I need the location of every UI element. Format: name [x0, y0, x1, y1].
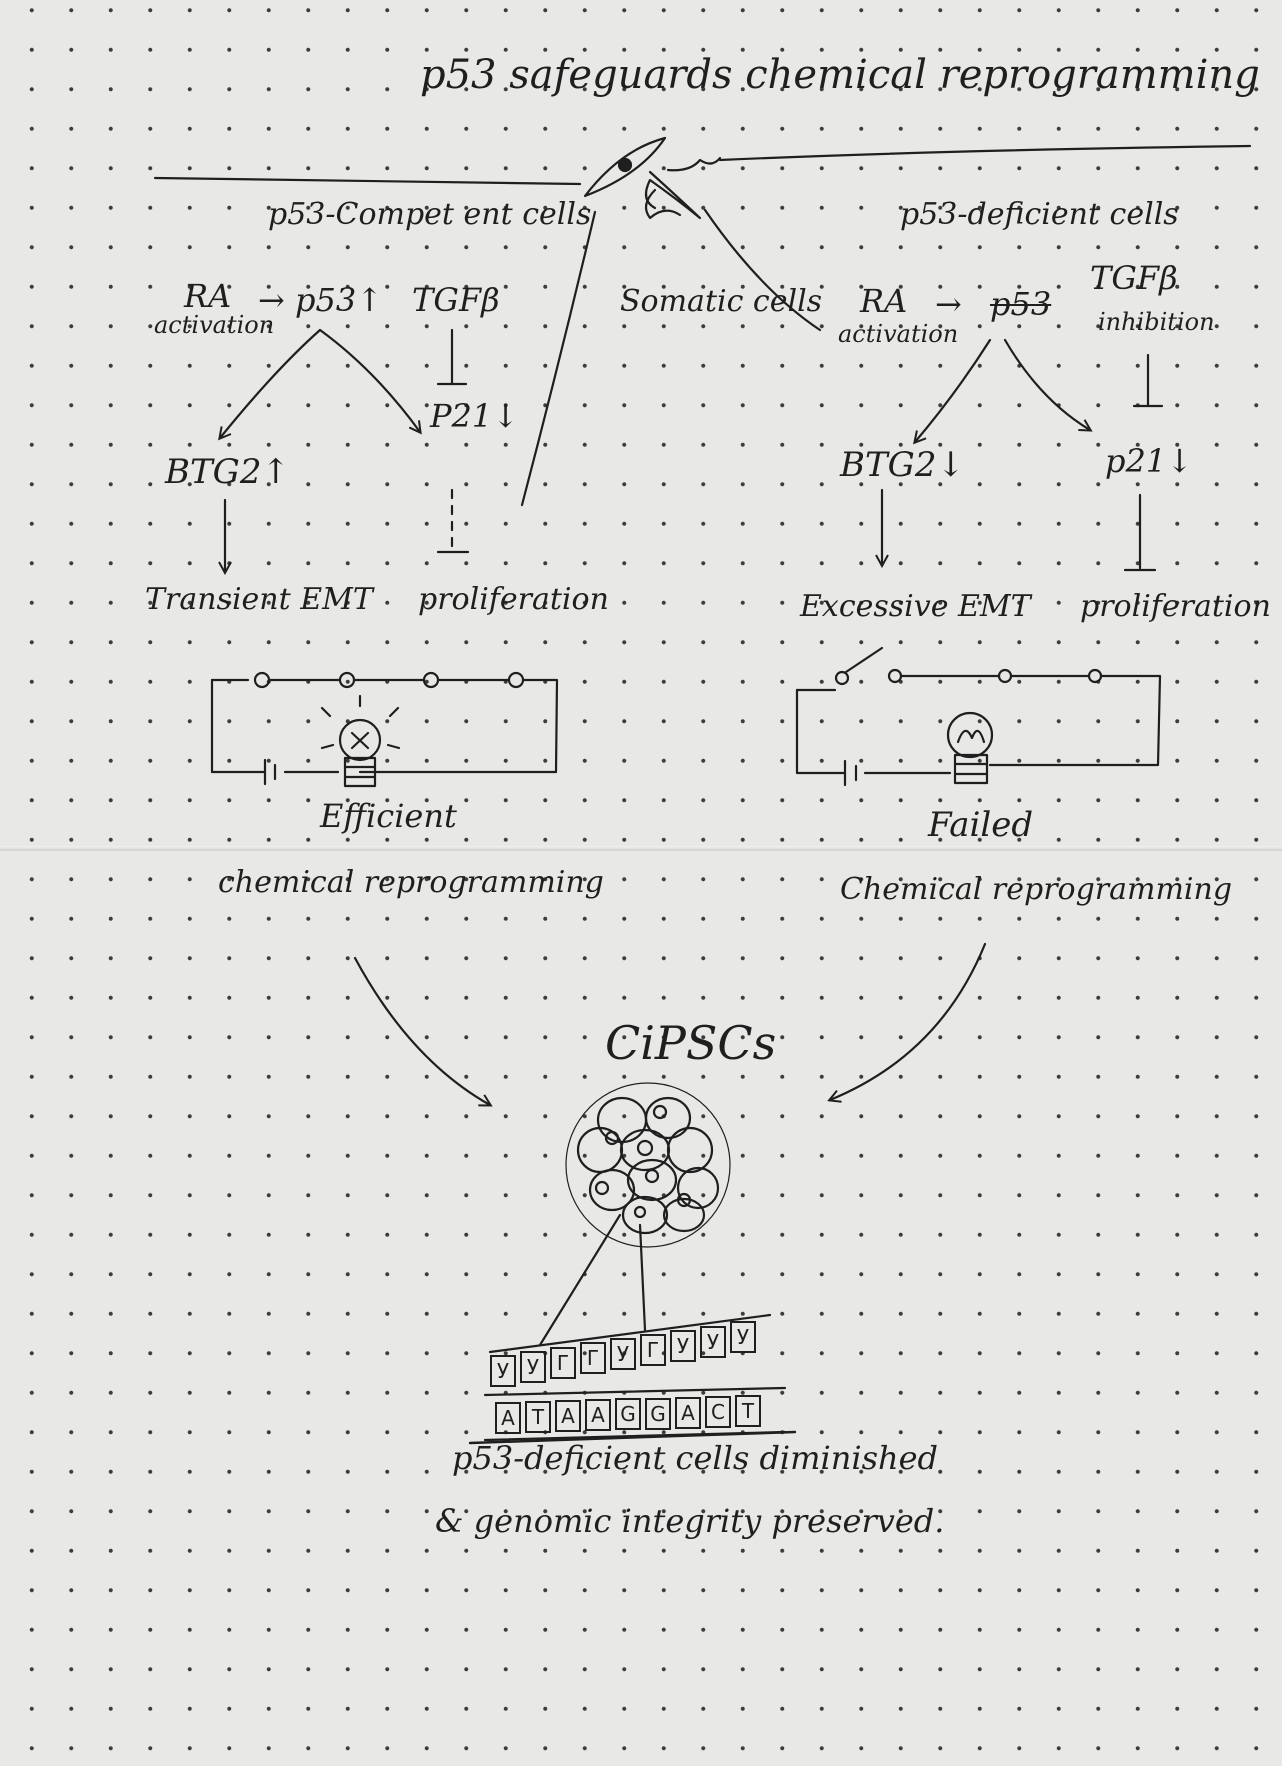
dna-top-base-7: У	[700, 1325, 726, 1358]
dna-top-base-5: Г	[640, 1334, 666, 1366]
tgf-inhibits-p21-left	[436, 328, 468, 386]
diagram-title: p53 safeguards chemical reprogramming	[420, 52, 1260, 98]
cipscs-label: CiPSCs	[605, 1016, 777, 1070]
left-emt-label: Transient EMT	[145, 582, 373, 617]
right-heading: p53-deficient cells	[900, 197, 1179, 232]
right-tgf-inhibition-label: inhibition	[1098, 308, 1215, 336]
dna-bottom-base-3: A	[585, 1399, 611, 1432]
page-fold	[0, 846, 1282, 851]
arrow-p53-to-p21-right	[1003, 338, 1090, 430]
somatic-cells-icon	[583, 136, 722, 220]
dna-top-base-0: У	[490, 1355, 516, 1387]
right-result-text: Chemical reprogramming	[840, 872, 1233, 907]
dna-bottom-base-4: G	[615, 1398, 641, 1431]
left-btg2-up-label: BTG2↑	[165, 452, 290, 492]
arrow-p53-to-btg2-right	[915, 338, 992, 442]
dna-bottom-base-8: T	[735, 1394, 761, 1427]
left-p53-up-label: → p53↑	[258, 281, 383, 319]
somatic-left-line	[520, 210, 597, 507]
dna-top-base-6: У	[670, 1329, 696, 1362]
left-result-text: chemical reprogramming	[218, 865, 604, 900]
right-arrow-label: →	[935, 285, 962, 323]
dna-bottom-base-2: A	[555, 1400, 581, 1433]
dna-top-base-8: У	[730, 1321, 756, 1354]
dna-top-base-2: Г	[550, 1346, 576, 1379]
left-ra-label: RA	[184, 277, 232, 315]
right-emt-label: Excessive EMT	[800, 589, 1031, 624]
top-divider-line	[153, 176, 582, 186]
dna-bottom-base-0: A	[495, 1402, 521, 1434]
right-p53-crossed-label: p53	[990, 285, 1052, 323]
dna-bottom-base-6: A	[675, 1396, 701, 1429]
somatic-cells-label: Somatic cells	[620, 284, 823, 319]
cipsc-colony-icon	[565, 1082, 731, 1248]
arrow-p53-to-p21	[318, 328, 420, 432]
left-result-word: Efficient	[320, 797, 457, 835]
p21-inhibits-proliferation-left	[436, 488, 470, 554]
right-tgf-label: TGFβ	[1090, 259, 1178, 297]
left-p21-down-label: P21↓	[430, 397, 520, 435]
colony-to-dna-left	[538, 1213, 622, 1347]
right-result-word: Failed	[928, 805, 1034, 845]
dna-top-base-4: У	[610, 1338, 636, 1371]
p21-inhibits-proliferation-right	[1123, 493, 1157, 572]
tgf-inhibits-p21-right	[1132, 353, 1164, 408]
dna-top-base-3: Г	[580, 1342, 606, 1375]
right-p21-down-label: p21↓	[1105, 442, 1194, 480]
arrow-right-to-cipscs	[830, 942, 987, 1100]
right-proliferation-label: proliferation	[1080, 589, 1271, 624]
right-ra-activation-label: activation	[838, 320, 959, 348]
somatic-right-line	[703, 208, 822, 332]
right-ra-label: RA	[860, 282, 908, 320]
circuit-open	[795, 646, 1162, 787]
arrow-left-to-cipscs	[353, 956, 490, 1105]
left-ra-activation-label: activation	[154, 311, 275, 339]
colony-to-dna-right	[638, 1223, 647, 1332]
circuit-closed	[210, 671, 559, 788]
conclusion-line-1: p53-deficient cells diminished	[452, 1439, 939, 1477]
dna-bottom-base-1: T	[525, 1401, 551, 1434]
conclusion-line-2: & genomic integrity preserved.	[435, 1502, 945, 1540]
top-divider-line-right	[718, 144, 1252, 162]
dna-bottom-base-5: G	[645, 1397, 671, 1430]
dna-top-base-1: У	[520, 1350, 546, 1383]
right-btg2-down-label: BTG2↓	[840, 445, 965, 485]
left-proliferation-label: proliferation	[418, 582, 609, 617]
dna-bottom-base-7: C	[705, 1395, 731, 1428]
dna-strip	[468, 1313, 797, 1445]
left-heading: p53-Compet ent cells	[268, 197, 592, 232]
left-tgf-label: TGFβ	[412, 281, 500, 319]
arrow-p53-to-btg2	[220, 328, 322, 438]
